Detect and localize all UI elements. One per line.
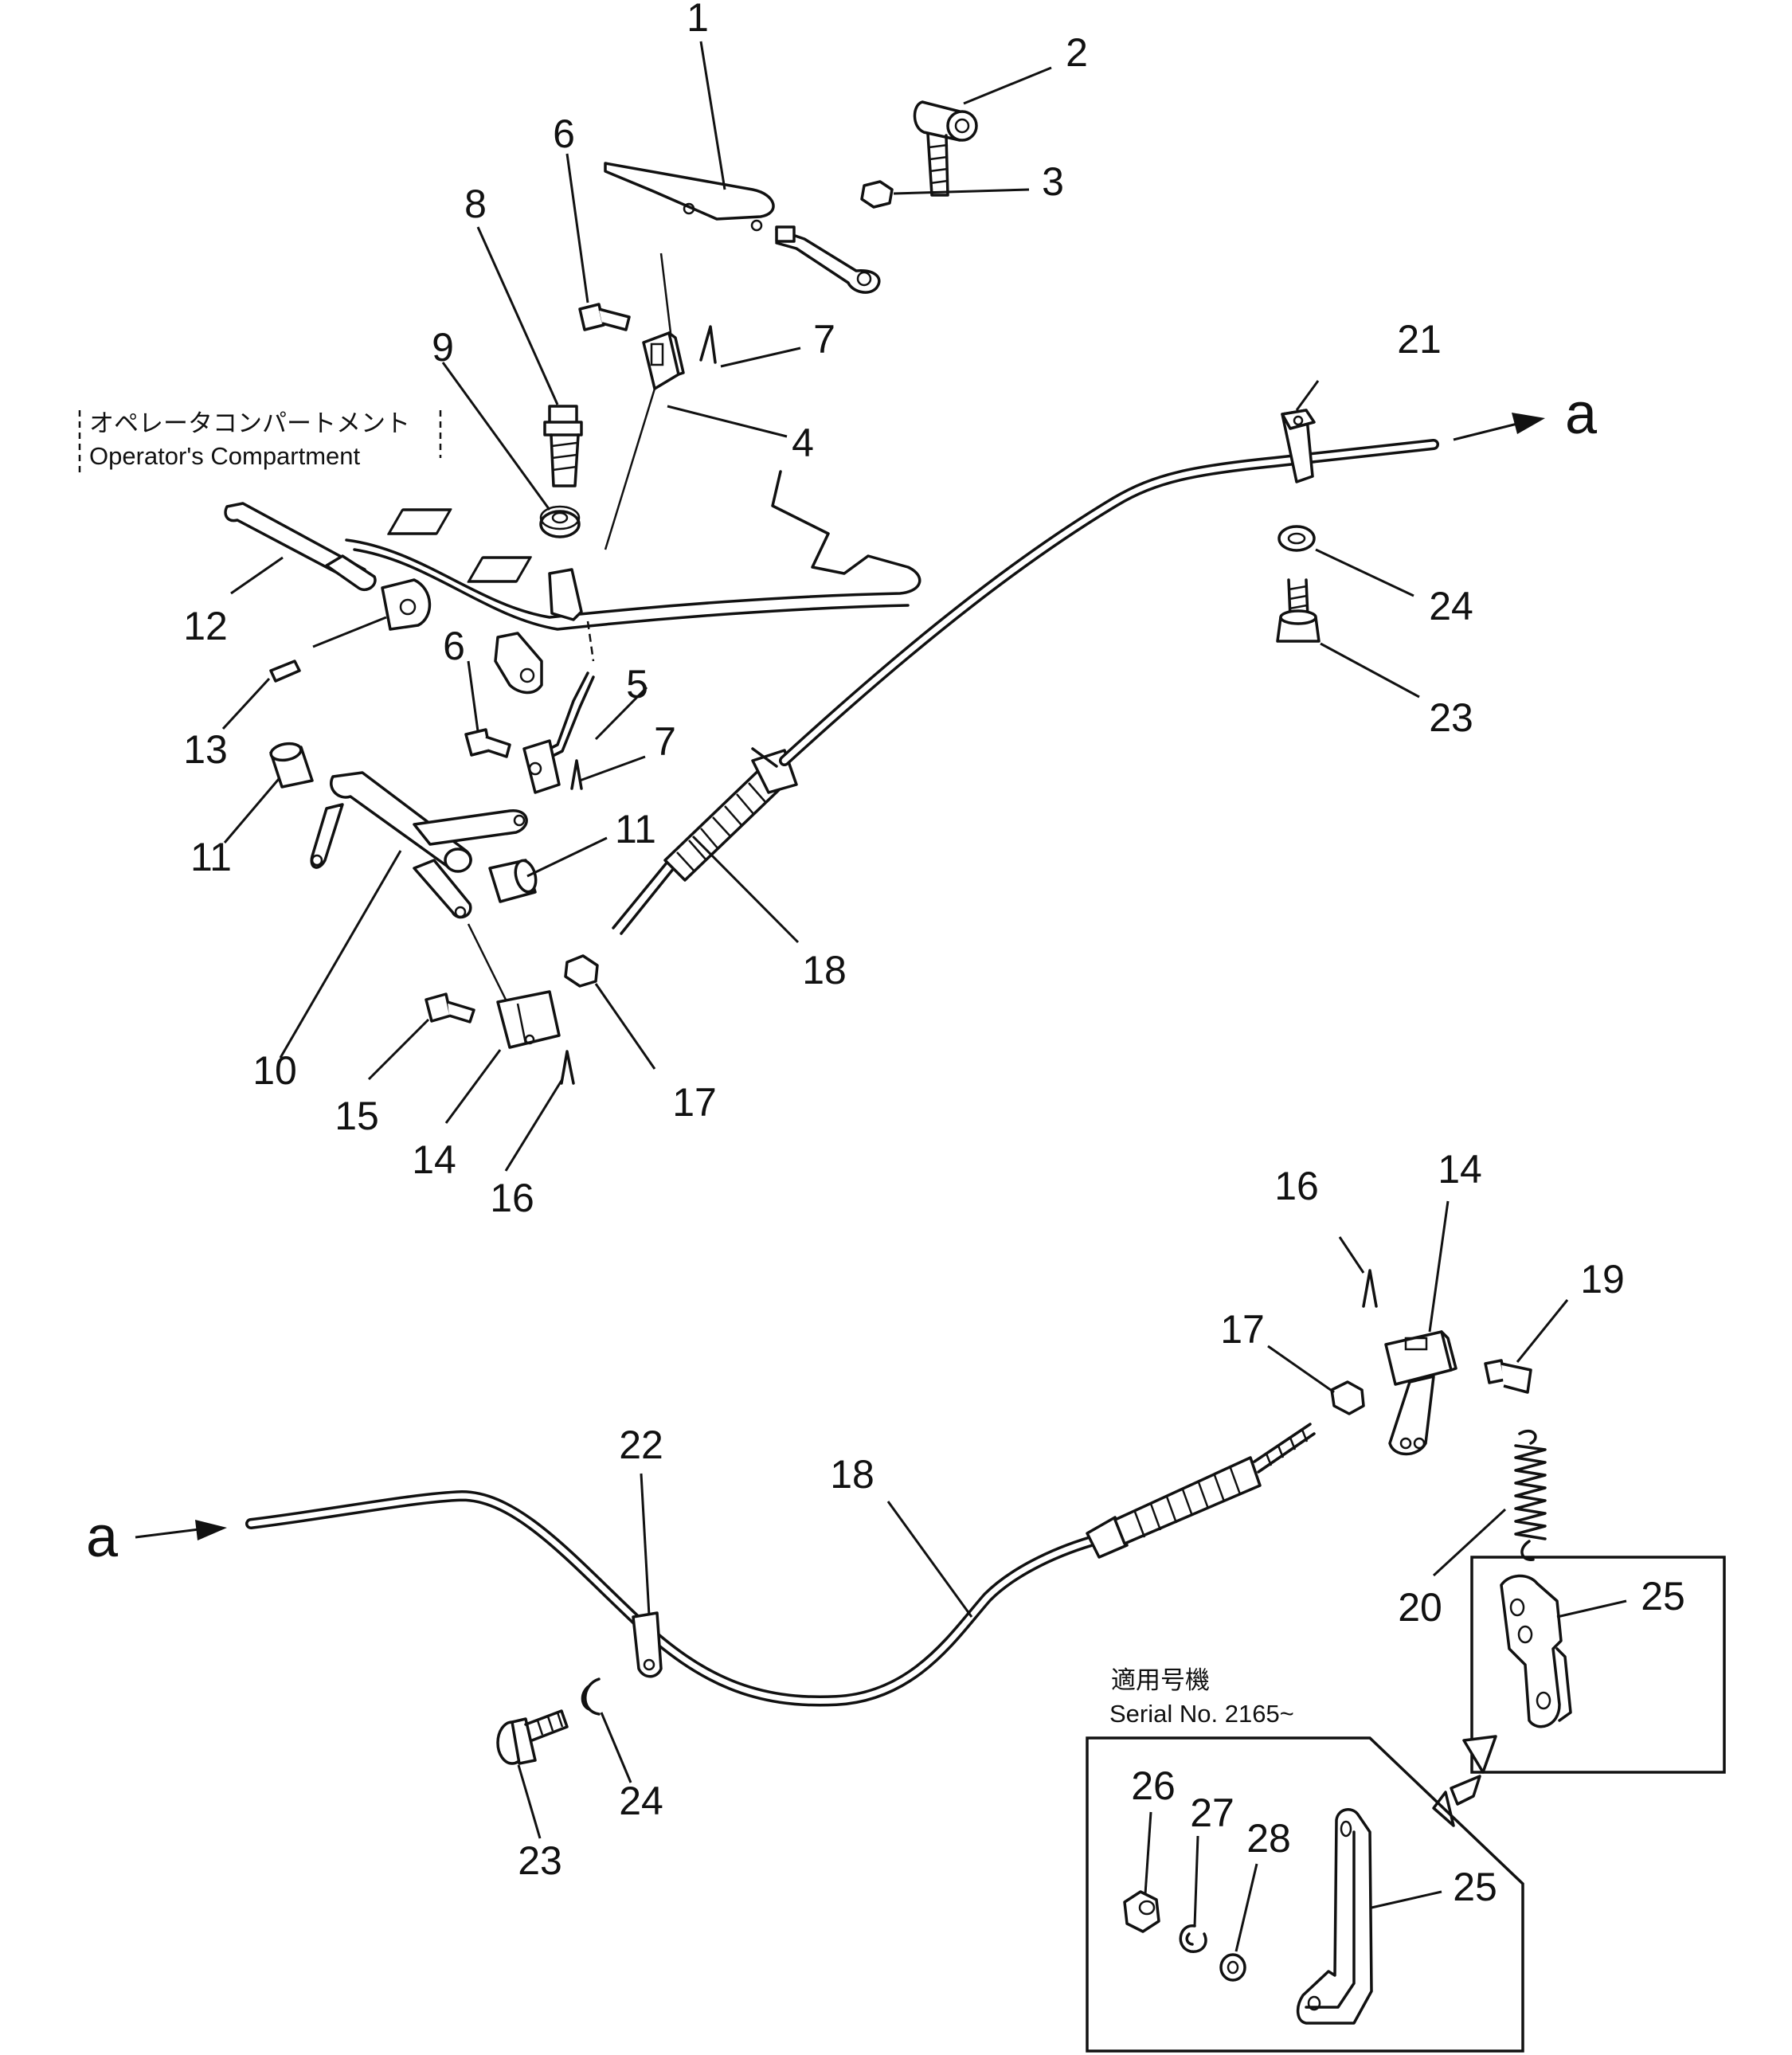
callout-2: 2 — [1066, 30, 1088, 75]
clamp-21 — [1281, 409, 1316, 483]
callout-22: 22 — [619, 1423, 663, 1467]
bracket-25-standard — [1500, 1574, 1572, 1728]
compartment-label: オペレータコンパートメント Operator's Compartment — [78, 409, 442, 474]
pin-19 — [1484, 1359, 1532, 1394]
callout-25-standard: 25 — [1641, 1574, 1685, 1619]
adjust-screw — [913, 100, 978, 197]
callout-17-upper: 17 — [672, 1080, 717, 1125]
callout-13: 13 — [183, 727, 228, 772]
bolt-23-upper — [1276, 578, 1321, 643]
spring-20 — [1514, 1429, 1547, 1561]
nut-9 — [539, 505, 581, 538]
cotter-pin-16-lower — [1362, 1269, 1378, 1308]
nut-26 — [1123, 1890, 1160, 1933]
callout-3: 3 — [1042, 159, 1064, 204]
callout-14-lower: 14 — [1438, 1147, 1482, 1192]
bushing-11-right — [488, 859, 538, 903]
callout-15: 15 — [335, 1094, 379, 1138]
callout-18-lower: 18 — [830, 1452, 874, 1497]
clamp-22 — [632, 1611, 663, 1678]
cable-18-lower-end — [1086, 1423, 1316, 1559]
callout-6-lower: 6 — [443, 624, 465, 668]
callout-20: 20 — [1398, 1585, 1442, 1630]
callout-1: 1 — [687, 0, 709, 40]
compartment-label-en: Operator's Compartment — [89, 442, 361, 470]
floor-plate — [345, 470, 921, 631]
callout-19: 19 — [1580, 1257, 1625, 1302]
rod-12 — [224, 502, 377, 592]
callout-27: 27 — [1190, 1791, 1234, 1835]
callout-24-upper: 24 — [1429, 584, 1473, 628]
serial-note-jp: 適用号機 — [1111, 1666, 1210, 1694]
callout-11-left: 11 — [190, 835, 232, 879]
serial-note: 適用号機 Serial No. 2165~ — [1109, 1666, 1294, 1728]
lever-bracket — [381, 578, 543, 695]
cable-18-lower — [245, 1490, 1097, 1707]
washer-24-lower — [581, 1677, 601, 1716]
callout-23-upper: 23 — [1429, 695, 1473, 740]
washer-28 — [1219, 1953, 1246, 1982]
connector-label-lower: a — [86, 1505, 119, 1569]
callout-7-upper: 7 — [813, 317, 835, 362]
nut-3 — [860, 180, 894, 209]
compartment-label-jp: オペレータコンパートメント — [89, 409, 410, 437]
callout-18-upper: 18 — [802, 948, 847, 992]
callout-6-upper: 6 — [553, 112, 575, 156]
floor-bracket — [548, 568, 583, 621]
callout-24-lower: 24 — [619, 1779, 663, 1823]
callout-9: 9 — [432, 325, 454, 370]
washer-27 — [1179, 1924, 1207, 1953]
connector-a-upper: a — [1453, 382, 1598, 446]
callout-26: 26 — [1131, 1763, 1176, 1808]
cross-shaft-10 — [310, 771, 528, 919]
callout-10: 10 — [252, 1048, 297, 1093]
nut-17-upper — [564, 954, 599, 988]
pedal-lever — [604, 162, 881, 294]
clevis-14-lower — [1384, 1330, 1457, 1456]
pin-13 — [269, 660, 301, 683]
clevis-14-upper — [467, 923, 561, 1049]
callout-11-right: 11 — [615, 807, 656, 851]
rod-5 — [522, 620, 595, 794]
cotter-pin-7-upper — [699, 325, 717, 364]
cotter-pin-7-lower — [570, 759, 583, 790]
callout-4: 4 — [792, 421, 814, 465]
clevis-4 — [604, 252, 685, 550]
interchange-arrow — [1432, 1735, 1497, 1827]
callout-17-lower: 17 — [1220, 1307, 1265, 1352]
bracket-25-serial — [1296, 1808, 1373, 2025]
bolt-8 — [543, 405, 583, 487]
callout-numbers: 1 2 3 4 5 6 6 7 7 8 9 10 11 11 12 13 14 … — [183, 0, 1685, 1909]
nut-17-lower — [1330, 1380, 1365, 1415]
callout-16-upper: 16 — [490, 1176, 534, 1220]
callout-5: 5 — [626, 662, 648, 707]
callout-12: 12 — [183, 604, 228, 648]
connector-a-lower: a — [86, 1505, 227, 1569]
cable-18-upper — [779, 439, 1439, 766]
bracket-frame-standard — [1470, 1556, 1726, 1774]
washer-24-upper — [1277, 525, 1316, 552]
callout-14-upper: 14 — [412, 1137, 456, 1182]
cotter-pin-16-upper — [560, 1050, 575, 1085]
callout-8: 8 — [464, 182, 487, 226]
callout-21: 21 — [1397, 317, 1442, 362]
callout-25-serial: 25 — [1453, 1865, 1497, 1909]
pin-6-lower — [464, 728, 511, 758]
pin-15 — [425, 992, 475, 1024]
callout-28: 28 — [1246, 1816, 1291, 1861]
leader-lines — [221, 41, 1627, 1952]
callout-23-lower: 23 — [518, 1838, 562, 1883]
callout-16-lower: 16 — [1274, 1164, 1319, 1208]
bolt-23-lower — [496, 1709, 569, 1765]
pin-6-upper — [578, 303, 631, 331]
bushing-11-left — [269, 742, 314, 789]
serial-note-en: Serial No. 2165~ — [1109, 1700, 1294, 1728]
bracket-frame-serial — [1086, 1736, 1524, 2053]
connector-label-upper: a — [1565, 382, 1598, 446]
callout-7-lower: 7 — [654, 719, 676, 764]
